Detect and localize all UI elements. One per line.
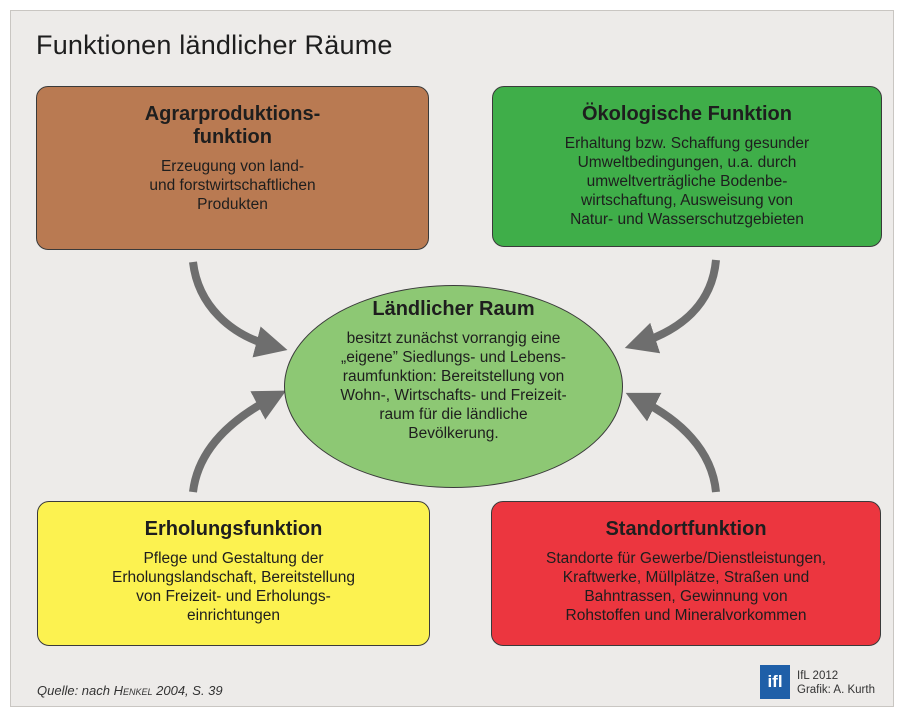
box-oekologische-funktion: Ökologische Funktion Erhaltung bzw. Scha…	[492, 86, 882, 247]
source-prefix: Quelle: nach	[37, 683, 114, 698]
center-body: besitzt zunächst vorrangig eine „eigene”…	[340, 330, 567, 442]
box-oeko-title: Ökologische Funktion	[581, 103, 792, 125]
box-standort-title: Standortfunktion	[605, 518, 767, 540]
credit-line-2: Grafik: A. Kurth	[797, 684, 875, 696]
arrow-oeko-to-center	[624, 259, 720, 354]
arrow-erhol-to-center	[189, 390, 287, 493]
box-erhol-body: Pflege und Gestaltung der Erholungslands…	[112, 550, 355, 624]
diagram-title: Funktionen ländlicher Räume	[36, 30, 393, 60]
box-agrar-body: Erzeugung von land- und forstwirtschaftl…	[149, 158, 316, 213]
source-note: Quelle: nach Henkel 2004, S. 39	[37, 683, 223, 698]
box-oeko-body: Erhaltung bzw. Schaffung gesunder Umwelt…	[564, 135, 810, 228]
box-standort-body: Standorte für Gewerbe/Dienstleistungen, …	[545, 550, 827, 624]
box-erhol-title: Erholungsfunktion	[144, 518, 323, 540]
source-author: Henkel	[113, 683, 153, 698]
box-agrarproduktionsfunktion: Agrarproduktions- funktion Erzeugung von…	[36, 86, 429, 250]
arrow-standort-to-center	[625, 392, 720, 493]
box-agrar-title: Agrarproduktions- funktion	[144, 103, 321, 148]
center-ellipse-laendlicher-raum: Ländlicher Raum besitzt zunächst vorrang…	[284, 285, 623, 488]
box-standortfunktion: Standortfunktion Standorte für Gewerbe/D…	[491, 501, 881, 646]
center-title: Ländlicher Raum	[372, 298, 535, 320]
credit-note: IfL 2012 Grafik: A. Kurth	[797, 669, 875, 697]
source-suffix: 2004, S. 39	[152, 683, 223, 698]
credit-line-1: IfL 2012	[797, 670, 839, 682]
ifl-logo: ifl	[760, 665, 790, 699]
arrow-agrar-to-center	[189, 261, 288, 358]
box-erholungsfunktion: Erholungsfunktion Pflege und Gestaltung …	[37, 501, 430, 646]
